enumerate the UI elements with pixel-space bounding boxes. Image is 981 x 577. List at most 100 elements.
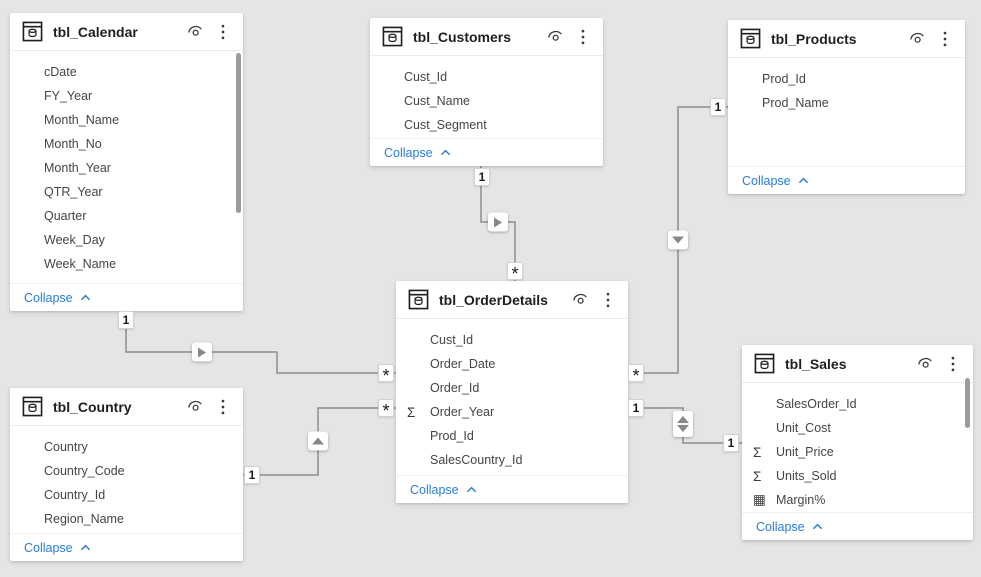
- field-row[interactable]: Prod_Name: [728, 91, 965, 115]
- cardinality-label-many[interactable]: *: [507, 262, 523, 284]
- field-name: Cust_Id: [404, 70, 448, 84]
- field-row[interactable]: Cust_Segment: [370, 113, 603, 137]
- table-card-tbl-customers[interactable]: tbl_Customers Cust_Id Cust_Name Cust_Seg…: [370, 18, 603, 166]
- field-name: Country: [44, 440, 88, 454]
- field-name: FY_Year: [44, 89, 93, 103]
- more-options-icon[interactable]: [573, 27, 593, 47]
- field-row[interactable]: ▦ Margin%: [742, 488, 973, 512]
- field-row[interactable]: Month_No: [10, 132, 243, 156]
- cardinality-label-many[interactable]: *: [378, 399, 394, 421]
- visibility-eye-icon[interactable]: [185, 22, 205, 42]
- field-name: Order_Year: [430, 405, 495, 419]
- field-name: Unit_Cost: [776, 421, 831, 435]
- collapse-button[interactable]: Collapse: [728, 166, 965, 194]
- collapse-button[interactable]: Collapse: [742, 512, 973, 540]
- vertical-scrollbar[interactable]: [965, 378, 970, 428]
- field-row[interactable]: Order_Id: [396, 376, 628, 400]
- field-row[interactable]: Country_Code: [10, 459, 243, 483]
- cardinality-label-many[interactable]: *: [628, 364, 644, 386]
- field-row[interactable]: Region_Name: [10, 507, 243, 531]
- field-row[interactable]: Country_Id: [10, 483, 243, 507]
- visibility-eye-icon[interactable]: [570, 290, 590, 310]
- collapse-button[interactable]: Collapse: [370, 138, 603, 166]
- filter-direction-arrow-up-icon[interactable]: [308, 431, 328, 451]
- visibility-eye-icon[interactable]: [545, 27, 565, 47]
- table-header[interactable]: tbl_OrderDetails: [396, 281, 628, 319]
- field-row[interactable]: Prod_Id: [396, 424, 628, 448]
- field-row[interactable]: Month_Name: [10, 108, 243, 132]
- cardinality-label-one[interactable]: 1: [474, 168, 490, 186]
- table-icon: [740, 28, 761, 49]
- table-header[interactable]: tbl_Customers: [370, 18, 603, 56]
- visibility-eye-icon[interactable]: [915, 354, 935, 374]
- collapse-button[interactable]: Collapse: [10, 533, 243, 561]
- field-row[interactable]: QTR_Year: [10, 180, 243, 204]
- more-options-icon[interactable]: [213, 22, 233, 42]
- table-card-tbl-products[interactable]: tbl_Products Prod_Id Prod_Name Collapse: [728, 20, 965, 194]
- vertical-scrollbar[interactable]: [236, 53, 241, 213]
- table-card-tbl-calendar[interactable]: tbl_Calendar cDate FY_Year Month_Name Mo…: [10, 13, 243, 311]
- field-row[interactable]: SalesOrder_Id: [742, 392, 973, 416]
- collapse-label: Collapse: [742, 173, 791, 188]
- table-icon: [754, 353, 775, 374]
- field-row[interactable]: Cust_Id: [396, 328, 628, 352]
- filter-direction-arrow-right-icon[interactable]: [192, 342, 212, 362]
- table-header[interactable]: tbl_Products: [728, 20, 965, 58]
- more-options-icon[interactable]: [598, 290, 618, 310]
- cardinality-label-one[interactable]: 1: [244, 466, 260, 484]
- field-row[interactable]: Unit_Cost: [742, 416, 973, 440]
- more-options-icon[interactable]: [935, 29, 955, 49]
- chevron-up-icon: [440, 148, 451, 157]
- visibility-eye-icon[interactable]: [185, 397, 205, 417]
- cardinality-label-one[interactable]: 1: [710, 98, 726, 116]
- field-row[interactable]: Order_Date: [396, 352, 628, 376]
- table-icon: [408, 289, 429, 310]
- chevron-up-icon: [466, 485, 477, 494]
- field-name: Country_Code: [44, 464, 125, 478]
- more-options-icon[interactable]: [213, 397, 233, 417]
- table-card-tbl-country[interactable]: tbl_Country Country Country_Code Country…: [10, 388, 243, 561]
- filter-direction-arrow-bidirectional-icon[interactable]: [673, 411, 693, 437]
- field-row[interactable]: Week_Name: [10, 252, 243, 276]
- field-row[interactable]: Country: [10, 435, 243, 459]
- cardinality-label-one[interactable]: 1: [723, 434, 739, 452]
- calculator-measure-icon: ▦: [753, 492, 766, 507]
- field-row[interactable]: SalesCountry_Id: [396, 448, 628, 472]
- field-row[interactable]: Quarter: [10, 204, 243, 228]
- filter-direction-arrow-down-icon[interactable]: [668, 230, 688, 250]
- table-card-tbl-orderdetails[interactable]: tbl_OrderDetails Cust_Id Order_Date Orde…: [396, 281, 628, 503]
- cardinality-label-one[interactable]: 1: [628, 399, 644, 417]
- field-row[interactable]: Month_Year: [10, 156, 243, 180]
- field-row[interactable]: FY_Year: [10, 84, 243, 108]
- field-name: cDate: [44, 65, 77, 79]
- field-name: Margin%: [776, 493, 826, 507]
- relationship-line-calendar-orderdetails[interactable]: [125, 311, 396, 374]
- table-header[interactable]: tbl_Calendar: [10, 13, 243, 51]
- field-row[interactable]: Cust_Name: [370, 89, 603, 113]
- collapse-label: Collapse: [756, 519, 805, 534]
- table-header[interactable]: tbl_Sales: [742, 345, 973, 383]
- field-row[interactable]: Cust_Id: [370, 65, 603, 89]
- collapse-label: Collapse: [24, 290, 73, 305]
- more-options-icon[interactable]: [943, 354, 963, 374]
- table-header[interactable]: tbl_Country: [10, 388, 243, 426]
- field-name: Cust_Id: [430, 333, 474, 347]
- collapse-button[interactable]: Collapse: [396, 475, 628, 503]
- field-row[interactable]: Prod_Id: [728, 67, 965, 91]
- filter-direction-arrow-right-icon[interactable]: [488, 212, 508, 232]
- cardinality-label-many[interactable]: *: [378, 364, 394, 386]
- table-name: tbl_Sales: [785, 355, 847, 372]
- table-name: tbl_OrderDetails: [439, 291, 548, 308]
- field-row[interactable]: cDate: [10, 60, 243, 84]
- cardinality-label-one[interactable]: 1: [118, 311, 134, 329]
- field-row[interactable]: Week_Day: [10, 228, 243, 252]
- visibility-eye-icon[interactable]: [907, 29, 927, 49]
- collapse-button[interactable]: Collapse: [10, 283, 243, 311]
